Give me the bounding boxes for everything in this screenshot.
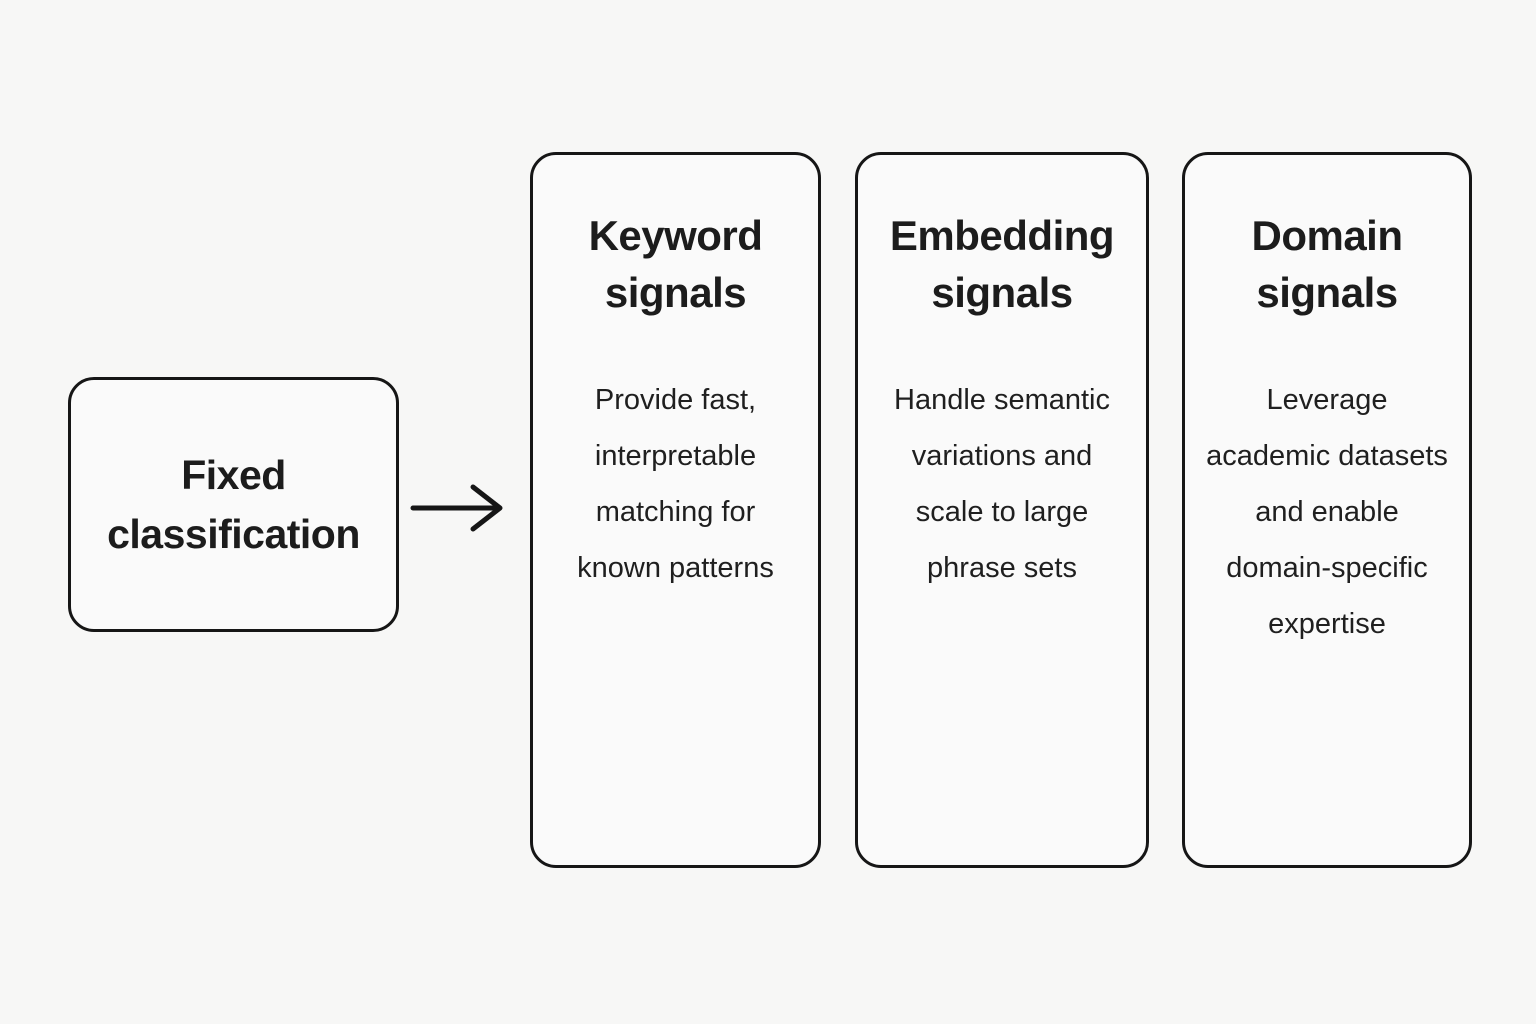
fixed-classification-node: Fixed classification — [68, 377, 399, 632]
domain-signals-card: Domain signals Leverage academic dataset… — [1182, 152, 1472, 868]
embedding-signals-description: Handle semantic variations and scale to … — [894, 384, 1110, 585]
embedding-signals-title: Embedding signals — [889, 212, 1115, 317]
right-arrow-icon — [410, 484, 503, 532]
keyword-signals-card: Keyword signals Provide fast, interpreta… — [530, 152, 821, 868]
keyword-signals-title: Keyword signals — [588, 212, 763, 317]
fixed-classification-label: Fixed classification — [107, 451, 360, 557]
domain-signals-title: Domain signals — [1251, 212, 1403, 317]
embedding-signals-card: Embedding signals Handle semantic variat… — [855, 152, 1149, 868]
domain-signals-description: Leverage academic datasets and enable do… — [1206, 384, 1448, 641]
keyword-signals-description: Provide fast, interpretable matching for… — [577, 384, 774, 585]
